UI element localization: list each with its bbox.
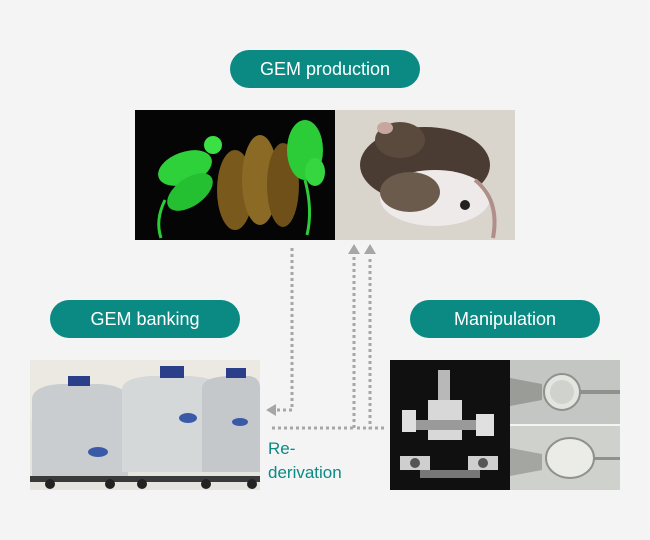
manipulation-to-production-connector bbox=[368, 256, 384, 430]
rederivation-label-line2: derivation bbox=[268, 463, 342, 482]
gem-banking-photo bbox=[30, 360, 260, 490]
production-to-banking-connector bbox=[276, 248, 294, 412]
gem-banking-label: GEM banking bbox=[90, 308, 200, 329]
gem-production-photo bbox=[135, 110, 515, 240]
rederivation-connector-outer bbox=[352, 256, 384, 430]
microscope-icon bbox=[390, 360, 510, 490]
arrowhead-production-left bbox=[348, 244, 360, 254]
arrowhead-banking bbox=[266, 404, 276, 416]
gem-banking-pill: GEM banking bbox=[50, 300, 240, 338]
mice-photo-icon bbox=[335, 110, 515, 240]
rederivation-label-line1: Re- bbox=[268, 439, 296, 458]
cryo-tanks-icon bbox=[30, 360, 260, 490]
gem-production-pill: GEM production bbox=[230, 50, 420, 88]
manipulation-pill: Manipulation bbox=[410, 300, 600, 338]
manipulation-photo bbox=[390, 360, 620, 490]
arrowhead-production-right bbox=[364, 244, 376, 254]
fluorescent-mice-icon bbox=[135, 110, 335, 240]
rederivation-label: Re- derivation bbox=[268, 437, 342, 485]
embryo-injection-icon bbox=[510, 360, 620, 490]
gem-production-label: GEM production bbox=[259, 58, 391, 79]
manipulation-label: Manipulation bbox=[453, 308, 557, 329]
